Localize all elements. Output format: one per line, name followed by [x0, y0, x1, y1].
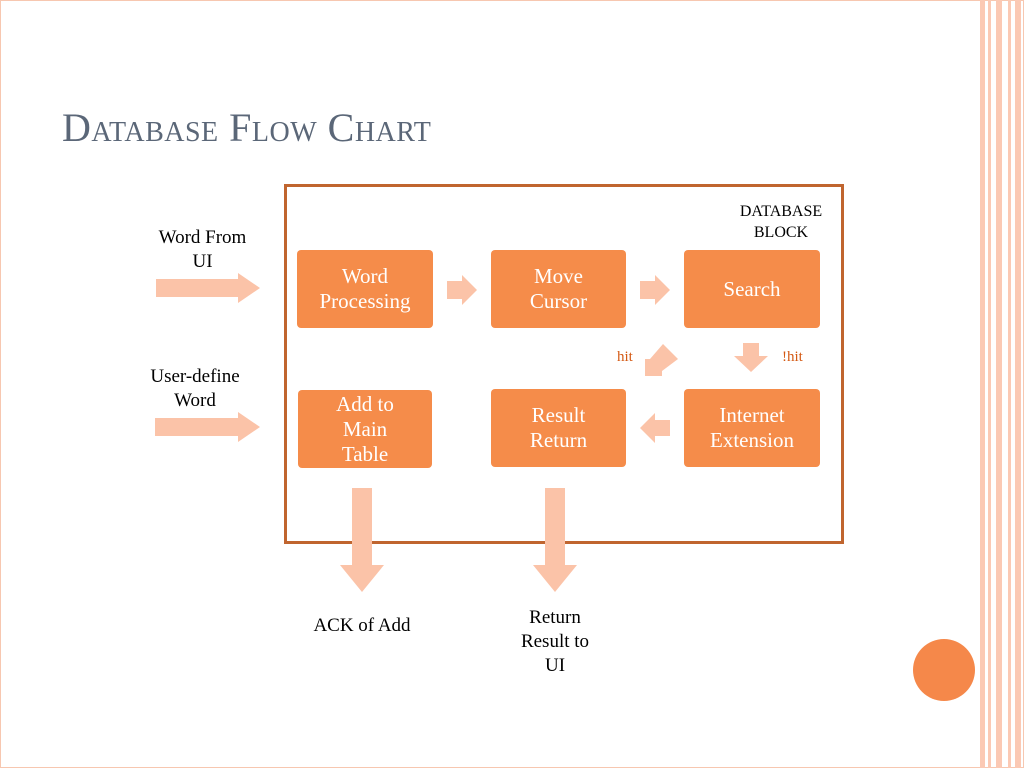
box-search: Search — [684, 250, 820, 328]
output-label-return-result-to-ui: Return Result to UI — [520, 607, 590, 676]
input-label-user-define-word: User-define Word — [150, 366, 240, 411]
input-label-word-from-ui: Word From UI — [158, 227, 247, 272]
box-result-return: Result Return — [491, 389, 626, 467]
arrow-left-extension-to-result — [640, 413, 670, 443]
branch-label-not-hit: !hit — [782, 349, 803, 365]
accent-circle-decoration — [913, 639, 975, 701]
arrow-right-input-word — [156, 273, 260, 303]
arrow-right-processing-to-cursor — [447, 275, 477, 305]
output-label-ack-of-add: ACK of Add — [313, 615, 411, 636]
box-word-processing: Word Processing — [297, 250, 433, 328]
arrow-diagonal-hit — [645, 344, 678, 376]
arrow-right-cursor-to-search — [640, 275, 670, 305]
arrow-down-ack-output — [340, 488, 384, 592]
database-block-label: DATABASE BLOCK — [739, 203, 823, 241]
branch-label-hit: hit — [617, 349, 633, 365]
box-add-to-main-table: Add to Main Table — [298, 390, 432, 468]
arrow-down-result-output — [533, 488, 577, 592]
slide-title: Database Flow Chart — [62, 105, 432, 150]
box-internet-extension: Internet Extension — [684, 389, 820, 467]
arrow-down-not-hit — [734, 343, 768, 372]
box-move-cursor: Move Cursor — [491, 250, 626, 328]
arrow-right-input-user-word — [155, 412, 260, 442]
